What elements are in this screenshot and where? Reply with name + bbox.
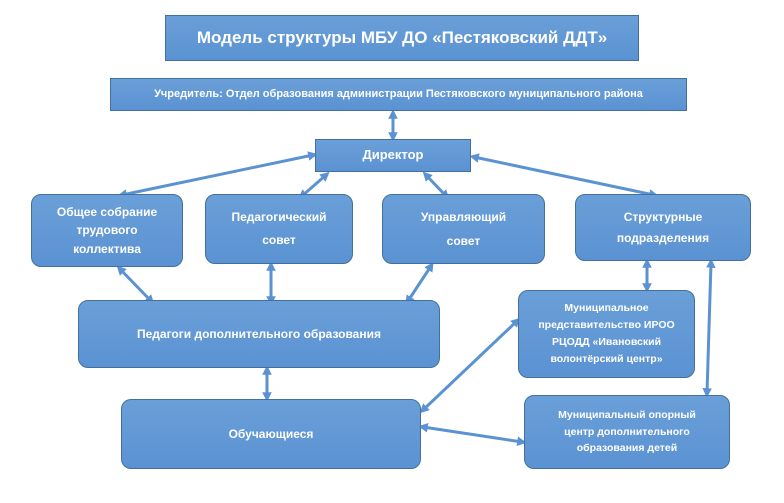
students-box: Обучающиеся — [121, 399, 421, 469]
arrow-structural-units-support-center — [702, 258, 716, 398]
arrow-general-meeting-teachers — [116, 265, 155, 305]
teachers-text: Педагоги дополнительного образования — [137, 326, 381, 341]
structural-units-box: Структурные подразделения — [575, 194, 751, 261]
diagram-title-text: Модель структуры МБУ ДО «Пестяковский ДД… — [196, 27, 608, 47]
arrow-municipal-rep-students — [419, 317, 521, 414]
arrow-students-support-center — [418, 422, 527, 447]
board-line-1: Управляющий — [420, 210, 507, 224]
founder-text: Учредитель: Отдел образования администра… — [154, 87, 643, 100]
structural-units-line-2: подразделения — [616, 230, 710, 245]
students-text: Обучающиеся — [228, 426, 314, 441]
ped-council-line-1: Педагогический — [231, 210, 327, 225]
ped-council-box: Педагогический совет — [205, 194, 353, 264]
municipal-rep-line-1: Муниципальное — [564, 302, 649, 315]
municipal-rep-box: Муниципальное представительство ИРОО РЦО… — [518, 290, 695, 378]
board-line-2: совет — [446, 234, 481, 248]
support-center-line-2: центр дополнительного — [564, 425, 690, 438]
general-meeting-line-3: коллектива — [73, 241, 141, 256]
founder-box: Учредитель: Отдел образования администра… — [110, 78, 687, 111]
support-center-line-1: Муниципальный опорный — [558, 408, 696, 421]
diagram-title: Модель структуры МБУ ДО «Пестяковский ДД… — [165, 15, 639, 61]
general-meeting-line-2: трудового — [76, 223, 138, 238]
director-text: Директор — [362, 147, 424, 163]
arrow-director-general-meeting — [117, 151, 318, 199]
municipal-rep-line-3: РЦОДД «Ивановский — [551, 336, 662, 348]
arrow-director-structural-units — [469, 153, 659, 199]
municipal-rep-line-4: волонтёрский центр» — [550, 352, 663, 365]
board-box: Управляющий совет — [382, 194, 545, 264]
teachers-box: Педагоги дополнительного образования — [78, 300, 440, 368]
arrow-board-teachers — [405, 261, 434, 306]
general-meeting-box: Общее собрание трудового коллектива — [31, 194, 183, 267]
arrow-director-board — [422, 171, 450, 200]
support-center-line-3: образования детей — [576, 442, 678, 455]
support-center-box: Муниципальный опорный центр дополнительн… — [524, 395, 730, 469]
general-meeting-line-1: Общее собрание — [56, 204, 158, 219]
ped-council-line-2: совет — [262, 233, 296, 247]
arrow-director-ped-council — [298, 171, 330, 200]
director-box: Директор — [315, 139, 471, 172]
municipal-rep-line-2: представительство ИРОО — [538, 319, 675, 332]
structural-units-line-1: Структурные — [623, 209, 703, 224]
